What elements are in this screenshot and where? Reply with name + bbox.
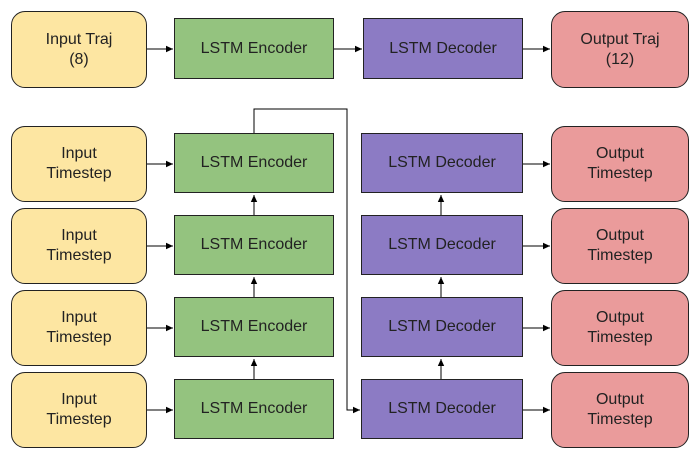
row2-input-timestep-node: Input Timestep	[11, 208, 147, 284]
row1-input-timestep-node: Input Timestep	[11, 126, 147, 202]
row1-output-timestep-node: Output Timestep	[551, 126, 689, 202]
row1-lstm-decoder-node: LSTM Decoder	[361, 133, 523, 193]
row3-lstm-encoder-node: LSTM Encoder	[174, 297, 334, 357]
top-input-traj-node: Input Traj (8)	[11, 11, 147, 88]
row2-output-timestep-node: Output Timestep	[551, 208, 689, 284]
row4-input-timestep-node: Input Timestep	[11, 372, 147, 448]
row3-lstm-decoder-node: LSTM Decoder	[361, 297, 523, 357]
top-lstm-encoder-node: LSTM Encoder	[174, 18, 334, 79]
top-output-traj-node: Output Traj (12)	[551, 11, 689, 88]
arrow-encoder-state-to-decoder	[253, 108, 360, 414]
top-lstm-decoder-node: LSTM Decoder	[363, 18, 523, 79]
row3-output-timestep-node: Output Timestep	[551, 290, 689, 366]
row1-lstm-encoder-node: LSTM Encoder	[174, 133, 334, 193]
row4-lstm-encoder-node: LSTM Encoder	[174, 379, 334, 439]
row4-output-timestep-node: Output Timestep	[551, 372, 689, 448]
row3-input-timestep-node: Input Timestep	[11, 290, 147, 366]
row4-lstm-decoder-node: LSTM Decoder	[361, 379, 523, 439]
row2-lstm-encoder-node: LSTM Encoder	[174, 215, 334, 275]
row2-lstm-decoder-node: LSTM Decoder	[361, 215, 523, 275]
